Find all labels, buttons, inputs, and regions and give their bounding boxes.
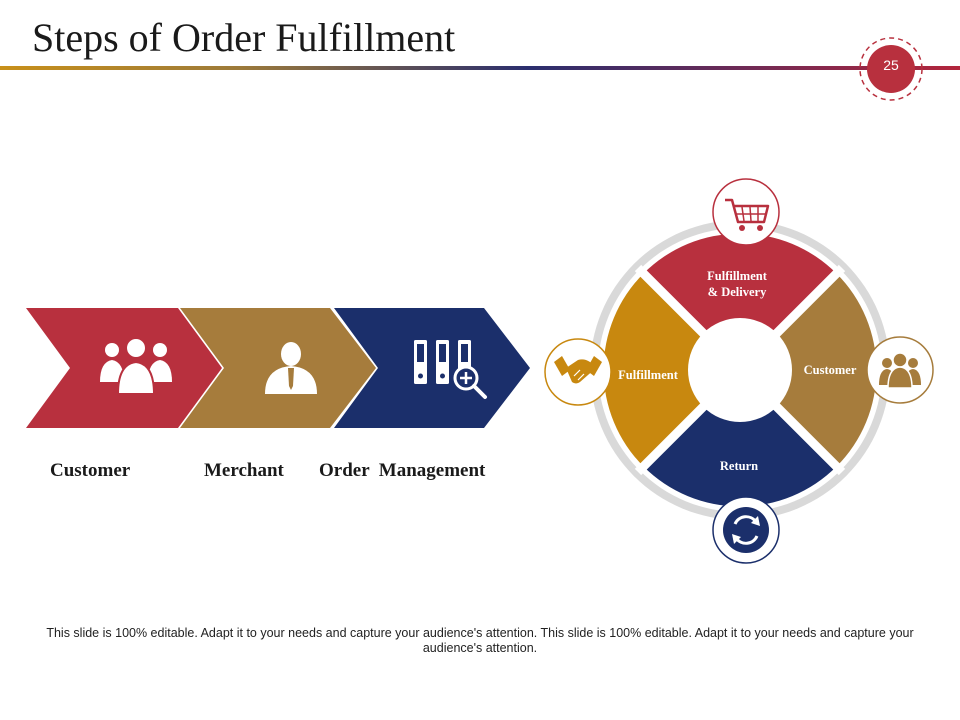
process-chevrons — [26, 308, 530, 428]
segment-fulfillment-delivery — [643, 233, 837, 342]
page-number-badge — [859, 37, 923, 101]
step-label-order-management: Order Management — [319, 460, 486, 481]
page-number: 25 — [883, 57, 899, 73]
segment-label-fulfillment: Fulfillment — [618, 368, 678, 382]
group-of-people-icon — [866, 336, 934, 404]
segment-return — [643, 398, 837, 507]
segment-fulfillment — [603, 273, 712, 467]
segment-label-return: Return — [719, 459, 759, 473]
fulfillment-cycle — [544, 178, 934, 564]
step-label-customer: Customer — [50, 460, 131, 481]
step-label-merchant: Merchant — [204, 460, 284, 481]
businessman-icon — [265, 342, 317, 394]
chevron-order-management — [334, 308, 530, 428]
title-divider — [0, 66, 960, 70]
file-binders-search-icon — [414, 340, 487, 399]
handshake-icon — [544, 338, 612, 406]
slide-title: Steps of Order Fulfillment — [32, 15, 456, 60]
segment-customer — [768, 273, 877, 467]
footer-note: This slide is 100% editable. Adapt it to… — [46, 626, 914, 655]
group-of-people-icon — [100, 337, 172, 395]
segment-label-customer: Customer — [803, 363, 857, 377]
chevron-merchant — [180, 308, 376, 428]
segment-label-fulfillment-delivery: Fulfillment & Delivery — [707, 269, 767, 299]
refresh-arrows-icon — [712, 496, 780, 564]
shopping-cart-icon — [712, 178, 780, 246]
